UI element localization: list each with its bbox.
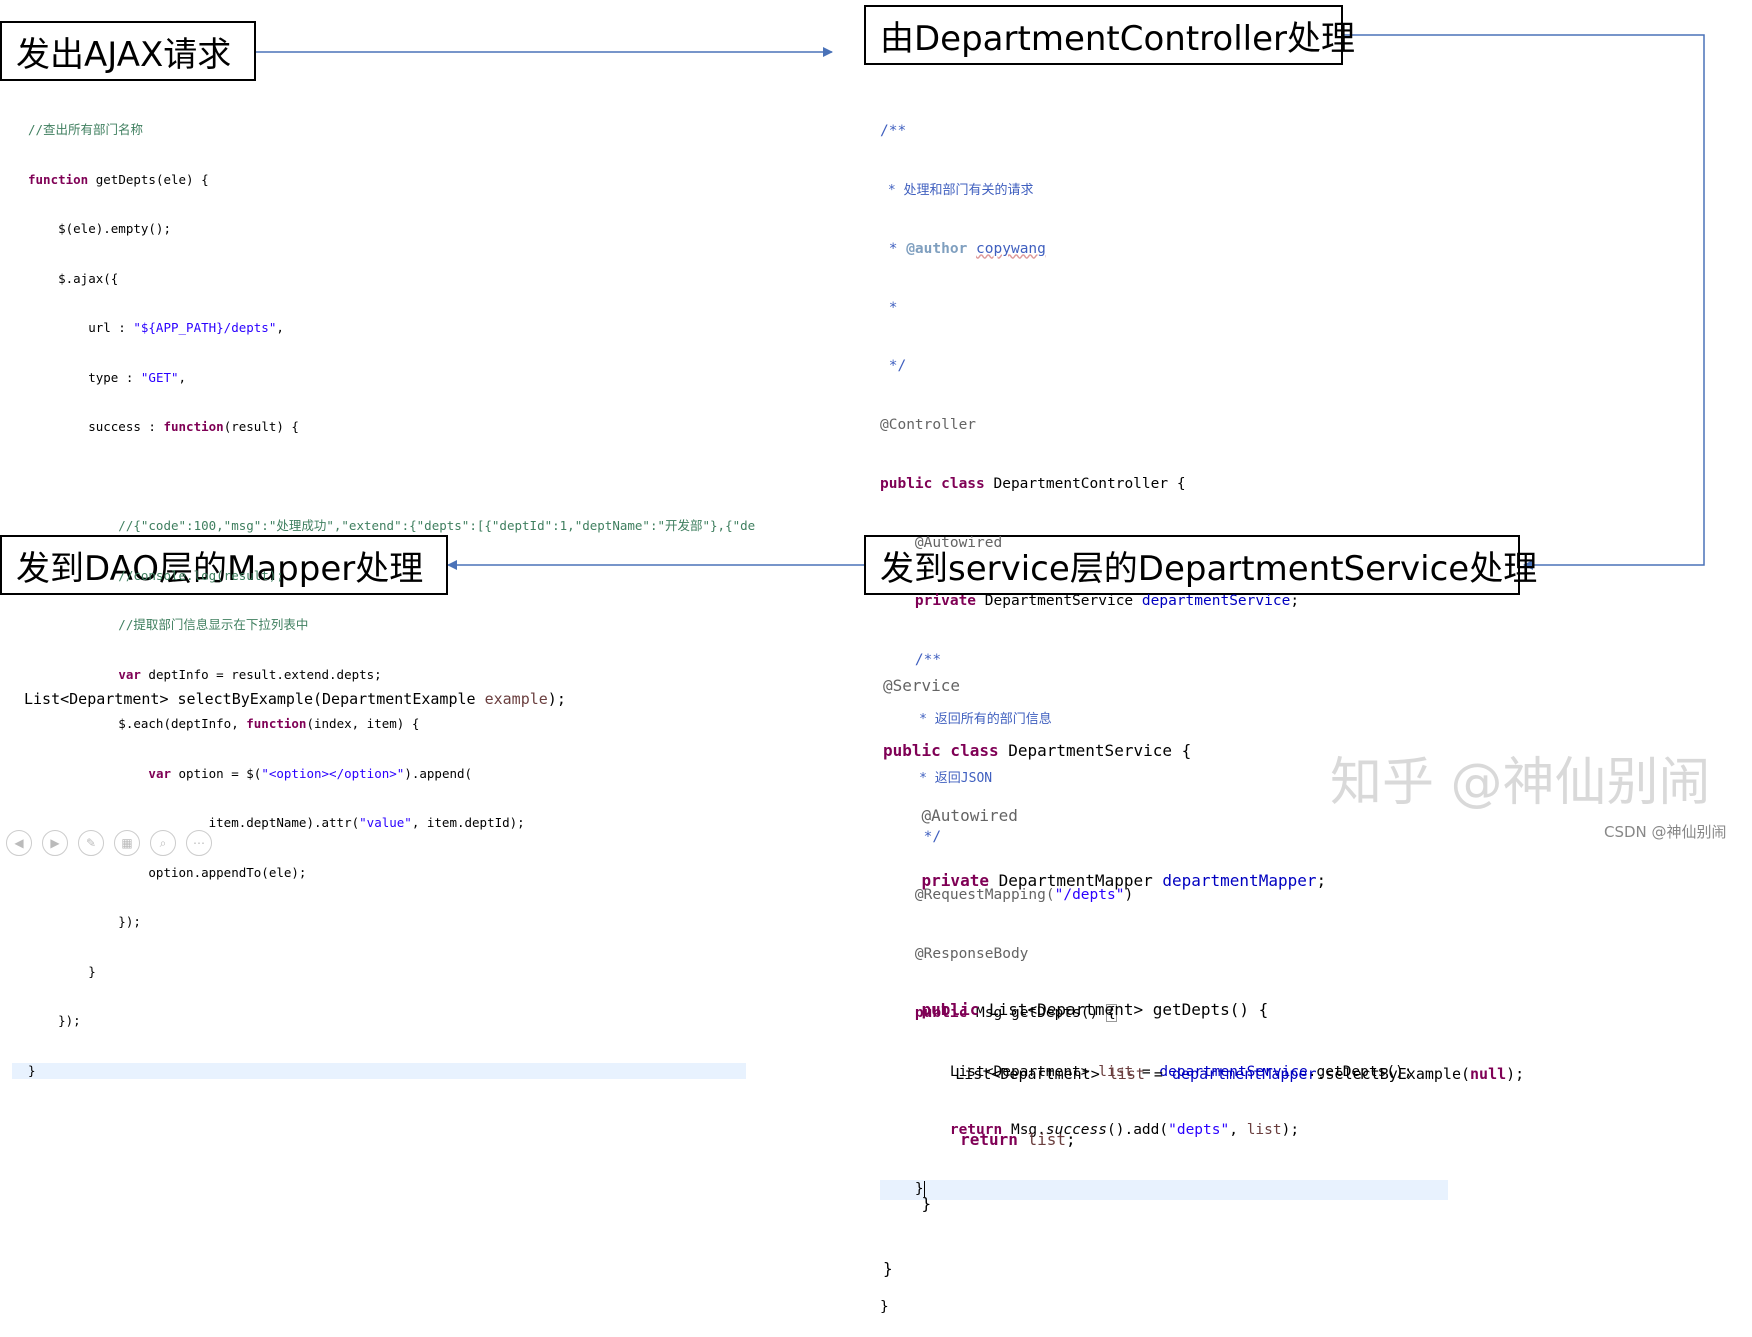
next-icon[interactable]: ▶: [42, 830, 68, 856]
code-line: var deptInfo = result.extend.depts;: [118, 666, 382, 682]
dao-mapper-box: 发到DAO层的Mapper处理: [0, 535, 448, 595]
code-line: option.appendTo(ele);: [28, 864, 307, 880]
code-line: success : function(result) {: [28, 419, 299, 434]
code-line: return Msg.success().add("depts", list);: [949, 1122, 1300, 1139]
controller-code-block: /** * 处理和部门有关的请求 * @author copywang * */…: [880, 83, 1448, 1337]
code-line: * 返回JSON: [880, 770, 993, 786]
code-line: }: [880, 1298, 889, 1315]
code-line: @RequestMapping("/depts"): [880, 887, 1134, 904]
code-line: }: [883, 1259, 893, 1279]
controller-box: 由DepartmentController处理: [864, 5, 1355, 65]
code-line: * 返回所有的部门信息: [880, 712, 1052, 727]
code-line: type : "GET",: [28, 369, 187, 385]
code-line: public class DepartmentService {: [883, 740, 1192, 760]
dao-code-block: List<Department> selectByExample(Departm…: [24, 649, 566, 729]
zoom-icon[interactable]: ⌕: [150, 830, 176, 856]
code-line: @Autowired: [883, 805, 1018, 825]
ajax-code-block: //查出所有部门名称 function getDepts(ele) { $(el…: [12, 89, 756, 1096]
text-cursor: [923, 1181, 925, 1198]
ajax-request-box: 发出AJAX请求: [0, 21, 256, 81]
code-line: private DepartmentService departmentServ…: [914, 593, 1300, 610]
code-line: function getDepts(ele) {: [28, 171, 209, 187]
code-line: /**: [880, 652, 942, 669]
code-line: List<Department> list = departmentServic…: [880, 1063, 1413, 1080]
code-line: [12, 469, 746, 486]
service-code-block: @Service public class DepartmentService …: [883, 632, 1525, 1301]
code-line: }: [12, 1062, 746, 1079]
code-line: //console.log(result);: [28, 567, 284, 583]
watermark: 知乎 @神仙别闹: [1330, 753, 1711, 813]
prev-icon[interactable]: ◀: [6, 830, 32, 856]
pen-icon[interactable]: ✎: [78, 830, 104, 856]
code-line: //提取部门信息显示在下拉列表中: [28, 617, 309, 632]
slideshow-toolbar: ◀ ▶ ✎ ▦ ⌕ ⋯: [6, 830, 212, 856]
more-icon[interactable]: ⋯: [186, 830, 212, 856]
code-line: public Msg getDepts() {: [914, 1003, 1117, 1022]
code-line: });: [28, 914, 141, 929]
code-line: */: [880, 828, 942, 845]
code-line: */: [880, 358, 907, 375]
credit-text: CSDN @神仙别闹: [1604, 823, 1727, 841]
code-line: item.deptName).attr("value", item.deptId…: [28, 815, 525, 830]
code-line: }: [883, 1194, 932, 1214]
code-line: @Service: [883, 676, 961, 696]
code-line: $.each(deptInfo, function(index, item) {: [28, 716, 420, 731]
code-line: private DepartmentMapper departmentMappe…: [921, 870, 1327, 890]
code-line: public List<Department> getDepts() {: [921, 1000, 1269, 1020]
code-line: public class DepartmentController {: [880, 475, 1186, 492]
code-line: var option = $("<option></option>").appe…: [148, 765, 473, 781]
code-line: url : "${APP_PATH}/depts",: [28, 320, 284, 335]
code-line: }: [880, 1180, 1448, 1200]
service-box: 发到service层的DepartmentService处理: [864, 535, 1537, 595]
code-line: List<Department> list = departmentMapper…: [883, 1064, 1525, 1083]
code-line: * @author copywang: [880, 240, 1046, 257]
code-line: * 处理和部门有关的请求: [880, 182, 1034, 198]
code-line: @ResponseBody: [880, 946, 1029, 963]
code-line: @Autowired: [880, 534, 1003, 551]
code-line: return list;: [960, 1129, 1076, 1149]
code-line: }: [28, 963, 96, 979]
code-line: //查出所有部门名称: [28, 122, 144, 137]
code-line: /**: [880, 123, 907, 140]
code-line: $(ele).empty();: [28, 221, 171, 236]
code-line: *: [880, 299, 898, 316]
code-line: List<Department> selectByExample(Departm…: [24, 690, 566, 708]
code-line: $.ajax({: [28, 270, 119, 286]
code-line: [883, 934, 1523, 956]
code-line: });: [28, 1013, 81, 1028]
code-line: @Controller: [880, 417, 977, 434]
code-line: //{"code":100,"msg":"处理成功","extend":{"de…: [28, 518, 756, 533]
slides-icon[interactable]: ▦: [114, 830, 140, 856]
